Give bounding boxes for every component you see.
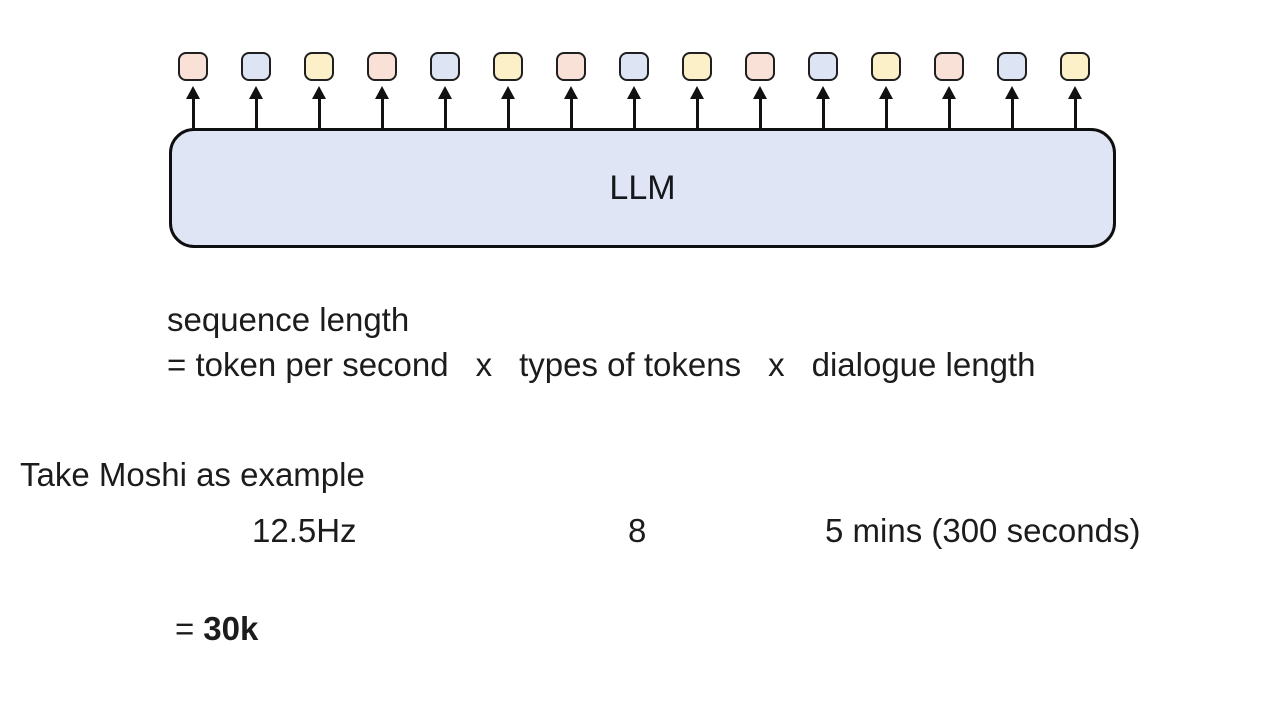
multiply-sign: x <box>768 346 785 383</box>
arrow-up-icon <box>186 86 200 128</box>
formula-part-types: types of tokens <box>519 346 742 383</box>
arrow-up-icon <box>564 86 578 128</box>
arrow-up-icon <box>879 86 893 128</box>
token-square-13 <box>934 52 964 81</box>
token-square-12 <box>871 52 901 81</box>
token-square-9 <box>682 52 712 81</box>
value-token-types: 8 <box>628 512 647 549</box>
formula-part-dialogue: dialogue length <box>811 346 1036 383</box>
sequence-length-line: sequence length <box>167 301 410 338</box>
arrow-up-icon <box>627 86 641 128</box>
token-square-5 <box>430 52 460 81</box>
arrow-up-icon <box>438 86 452 128</box>
equals-sign: = <box>175 610 195 647</box>
token-square-15 <box>1060 52 1090 81</box>
llm-label: LLM <box>609 168 676 207</box>
value-token-rate: 12.5Hz <box>252 512 357 549</box>
arrow-up-icon <box>375 86 389 128</box>
arrow-up-icon <box>249 86 263 128</box>
example-intro: Take Moshi as example <box>20 456 365 493</box>
arrow-up-icon <box>942 86 956 128</box>
arrow-up-icon <box>816 86 830 128</box>
multiply-sign: x <box>475 346 493 383</box>
token-square-14 <box>997 52 1027 81</box>
arrow-up-icon <box>501 86 515 128</box>
value-dialogue-length: 5 mins (300 seconds) <box>825 512 1141 549</box>
token-square-6 <box>493 52 523 81</box>
arrow-up-icon <box>1068 86 1082 128</box>
token-square-8 <box>619 52 649 81</box>
token-square-2 <box>241 52 271 81</box>
formula-equals-part: = token per second <box>167 346 449 383</box>
token-square-7 <box>556 52 586 81</box>
arrow-up-icon <box>690 86 704 128</box>
llm-box: LLM <box>169 128 1116 248</box>
token-square-1 <box>178 52 208 81</box>
result-value: 30k <box>203 610 259 647</box>
result-line: =30k <box>175 609 258 649</box>
arrow-up-icon <box>1005 86 1019 128</box>
token-square-4 <box>367 52 397 81</box>
token-square-10 <box>745 52 775 81</box>
token-square-3 <box>304 52 334 81</box>
arrow-up-icon <box>312 86 326 128</box>
token-square-11 <box>808 52 838 81</box>
arrow-up-icon <box>753 86 767 128</box>
